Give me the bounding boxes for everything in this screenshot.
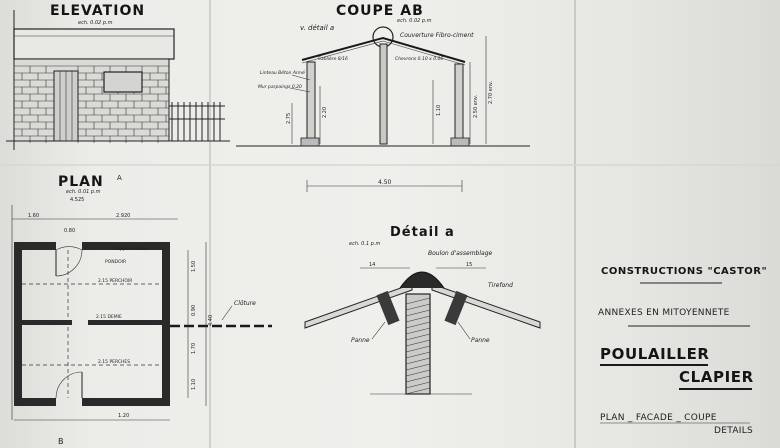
detail-reference: v. détail a — [300, 24, 334, 32]
coupe-scale: ech. 0.02 p.m — [397, 18, 432, 24]
elevation-title: ELEVATION — [50, 3, 145, 19]
plan-title: PLAN — [58, 174, 104, 190]
plan-right-dim-2: 0.90 — [191, 305, 197, 316]
fence — [169, 102, 225, 141]
title-content-2: DETAILS — [714, 426, 753, 436]
coupe-misc-dim: 1.10 — [436, 105, 442, 116]
chevron-note: Chevrons 0.10 x 0.06 — [395, 56, 443, 62]
plan-upper-note: trappe à ouvrir — [114, 245, 149, 252]
plan-right-dim-3: 4.40 — [208, 315, 214, 326]
sablier-note: Sablière 8/16 — [318, 55, 348, 62]
elevation-scale: ech. 0.02 p.m — [78, 20, 113, 26]
lintel-note: Linteau Béton Armé — [260, 69, 305, 76]
plan-dividing-label: 2.15 DEMIE — [96, 314, 122, 320]
title-name-1: POULAILLER — [600, 345, 710, 363]
plan-view: PLAN A ech. 0.01 p.m 4.525 1.60 2.920 0.… — [11, 174, 272, 446]
plan-lower-label: 2.15 PERCHES — [98, 359, 130, 365]
plan-right-dim-1: 1.50 — [191, 261, 197, 272]
plan-dim-c: 0.80 — [64, 228, 75, 234]
detail-boulon: Boulon d'assemblage — [428, 250, 493, 257]
coupe-h3-dim: 2.70 env. — [488, 80, 494, 104]
title-content: PLAN _ FACADE _ COUPE — [600, 413, 717, 423]
detail-panne-left: Panne — [351, 337, 370, 344]
detail-view: Détail a ech. 0.1 p.m Boulon d'assemblag… — [304, 225, 541, 395]
title-project: ANNEXES EN MITOYENNETE — [598, 308, 730, 318]
plan-scale: ech. 0.01 p.m — [66, 189, 101, 195]
detail-dim-right: 15 — [466, 262, 472, 268]
detail-title: Détail a — [390, 225, 455, 240]
plan-nest-label: PONDOIR — [105, 259, 126, 265]
plan-dim-a: 1.60 — [28, 213, 39, 219]
detail-panne-right: Panne — [471, 337, 490, 344]
plan-right-dim-4: 1.70 — [191, 343, 197, 354]
detail-dim-left: 14 — [369, 262, 375, 268]
plan-marker: A — [117, 174, 122, 182]
coupe-h1-dim: 2.20 — [322, 107, 328, 118]
wall-note: Mur parpaings 0.20 — [258, 84, 302, 90]
detail-tirefond: Tirefond — [488, 282, 513, 289]
detail-scale: ech. 0.1 p.m — [349, 241, 380, 247]
coupe-small-dim: 2.75 — [286, 113, 292, 124]
coupe-h2-dim: 2.50 env. — [473, 94, 479, 118]
title-block: CONSTRUCTIONS "CASTOR" ANNEXES EN MITOYE… — [598, 266, 767, 436]
plan-dim-d: 1.20 — [118, 413, 129, 419]
plan-right-dim-5: 1.10 — [191, 379, 197, 390]
elevation-view: ELEVATION ech. 0.02 p.m — [6, 3, 230, 150]
roof-note: Couverture Fibro-ciment — [400, 32, 474, 39]
coupe-title: COUPE AB — [336, 3, 424, 19]
plan-dim-b: 2.920 — [116, 213, 130, 219]
plan-perch-label: 2.15 PERCHOIR — [98, 278, 132, 284]
plan-section-b: B — [58, 437, 64, 446]
plan-cloture-label: Clôture — [234, 300, 256, 307]
section-view: COUPE AB ech. 0.02 p.m v. détail a Couve… — [236, 3, 530, 192]
plan-total-width: 4.525 — [70, 197, 84, 203]
coupe-width-dim: 4.50 — [378, 179, 392, 186]
title-company: CONSTRUCTIONS "CASTOR" — [601, 266, 767, 277]
title-name-2: CLAPIER — [679, 368, 754, 386]
